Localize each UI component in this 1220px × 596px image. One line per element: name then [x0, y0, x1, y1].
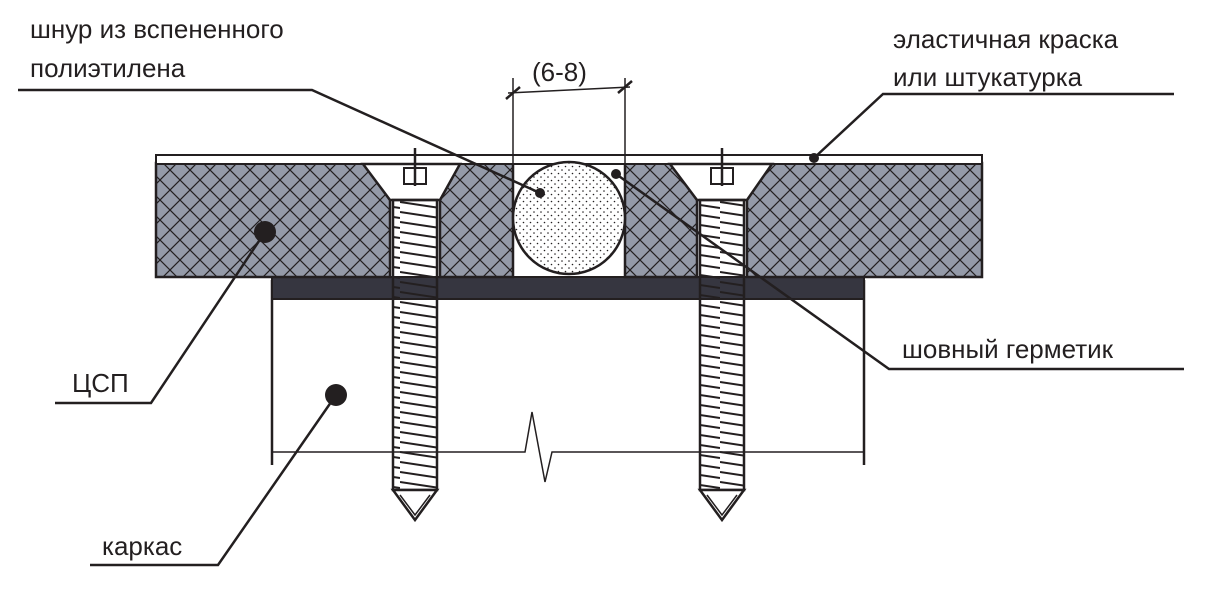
label-paint-line1: эластичная краска — [893, 24, 1119, 54]
label-gap-dimension: (6-8) — [532, 57, 587, 87]
leader-sealant — [611, 169, 1184, 371]
label-paint-line2: или штукатурка — [893, 62, 1083, 92]
label-cord-line2: полиэтилена — [30, 53, 186, 83]
leader-paint — [809, 92, 1174, 163]
frame — [270, 280, 866, 483]
board-right — [623, 161, 984, 279]
label-frame: каркас — [102, 531, 182, 561]
label-sealant: шовный герметик — [902, 334, 1114, 364]
board-left — [154, 161, 515, 279]
leader-frame — [90, 384, 347, 567]
screw-left — [360, 148, 463, 523]
leader-board — [55, 221, 276, 405]
foam-cord — [511, 160, 627, 276]
gap-dimension-lines — [505, 78, 633, 163]
label-board: ЦСП — [72, 368, 129, 398]
leader-cord — [18, 88, 545, 198]
label-cord-line1: шнур из вспененного — [30, 14, 284, 44]
screw-right — [667, 148, 775, 523]
